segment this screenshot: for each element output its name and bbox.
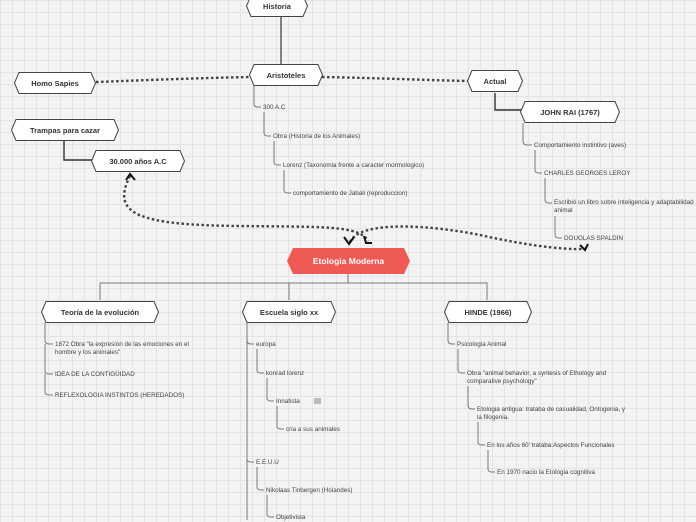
teoria-item-obra[interactable]: 1872 Obra "la expresión de las emociones… <box>55 341 189 357</box>
historia-label: Historia <box>263 1 291 11</box>
hexagon-shape <box>14 72 96 94</box>
trampas-node[interactable]: Trampas para cazar <box>11 119 119 141</box>
hinde-node[interactable]: HINDE (1966) <box>444 301 532 323</box>
hinde-item-etologia-antigua[interactable]: Etologia antigua: trataba de casualidad,… <box>477 406 625 422</box>
aristoteles-item-lorenz[interactable]: Lorenz (Taxonomia frente a caracter morm… <box>283 162 425 169</box>
john-rai-item-libro[interactable]: Escribió un libro sobre inteligencia y a… <box>554 199 694 215</box>
anos-label: 30.000 años A.C <box>109 156 167 166</box>
hexagon-shape <box>41 301 159 323</box>
hinde-label: HINDE (1966) <box>464 307 512 317</box>
historia-node[interactable]: Historia <box>246 0 308 17</box>
homo-sapies-node[interactable]: Homo Sapies <box>14 72 96 94</box>
teoria-node[interactable]: Teoría de la evolución <box>41 301 159 323</box>
hexagon-shape <box>444 301 532 323</box>
escuela-item-cria[interactable]: cria a sus animales <box>286 426 340 433</box>
teoria-item-reflexologia[interactable]: REFLEXOLOGIA INSTINTOS (HEREDADOS) <box>55 392 185 399</box>
teoria-obra-line-2: hombre y los animales" <box>55 349 121 356</box>
anos-node[interactable]: 30.000 años A.C <box>91 150 185 172</box>
escuela-item-eeuu[interactable]: E.E.U.U <box>256 459 279 466</box>
escuela-item-innatista[interactable]: Innatista <box>276 398 321 406</box>
escuela-item-objetivista[interactable]: Objetivista <box>276 514 306 521</box>
etologia-antigua-line-2: la filogenia. <box>477 414 509 421</box>
central-topic[interactable]: Etologia Moderna <box>287 248 410 274</box>
hexagon-shape <box>11 119 119 141</box>
hinde-obra-line-1: Obra "animal behavior, a syntesis of Eth… <box>467 370 607 377</box>
teoria-item-contiguidad[interactable]: IDEA DE LA CONTIGÜIDAD <box>55 371 135 378</box>
hinde-item-obra[interactable]: Obra "animal behavior, a syntesis of Eth… <box>467 370 606 386</box>
aristoteles-item-300ac[interactable]: 300 A.C <box>263 104 286 111</box>
etologia-antigua-line-1: Etologia antigua: trataba de casualidad,… <box>477 406 626 413</box>
actual-label: Actual <box>483 76 507 86</box>
aristoteles-label: Aristoteles <box>266 70 306 80</box>
escuela-item-europa[interactable]: europa <box>256 341 276 348</box>
hexagon-shape <box>242 301 336 323</box>
john-rai-item-instintivo[interactable]: Comportamiento instintivo (aves) <box>534 142 627 149</box>
john-rai-item-spaldin[interactable]: DOUGLAS SPALDIN <box>564 235 624 242</box>
john-rai-item-leroy[interactable]: CHARLES GEORGES LEROY <box>544 170 631 177</box>
aristoteles-item-obra[interactable]: Obra (Historia de los Animales) <box>273 133 361 140</box>
actual-node[interactable]: Actual <box>467 70 523 92</box>
libro-line-2: animal <box>554 207 573 214</box>
hinde-item-anos-60[interactable]: En los años 60' trataba:Aspectos Funcion… <box>487 442 615 449</box>
notes-icon <box>313 398 321 404</box>
escuela-item-lorenz[interactable]: konrad lorenz <box>266 370 305 377</box>
hinde-obra-line-2: comparative psychology" <box>467 378 537 385</box>
john-rai-label: JOHN RAI (1767) <box>540 107 600 117</box>
hexagon-shape <box>467 70 523 92</box>
hinde-item-1970[interactable]: En 1970 nacio la Etologia cognitiva <box>497 469 596 476</box>
teoria-obra-line-1: 1872 Obra "la expresión de las emociones… <box>55 341 189 348</box>
escuela-label: Escuela siglo xx <box>259 307 319 317</box>
escuela-node[interactable]: Escuela siglo xx <box>242 301 336 323</box>
aristoteles-item-jabali[interactable]: comportamiento de Jabali (reproduccion) <box>293 190 408 197</box>
central-hexagon-shape <box>287 248 410 274</box>
aristoteles-node[interactable]: Aristoteles <box>249 64 323 86</box>
libro-line-1: Escribió un libro sobre inteligencia y a… <box>554 199 694 206</box>
teoria-label: Teoría de la evolución <box>60 307 140 317</box>
john-rai-node[interactable]: JOHN RAI (1767) <box>520 101 620 123</box>
trampas-label: Trampas para cazar <box>29 125 101 135</box>
innatista-label: Innatista <box>276 398 300 405</box>
hexagon-shape <box>246 0 308 17</box>
escuela-item-tinbergen[interactable]: Nikolaas Tinbergen (Holandes) <box>266 487 353 494</box>
hinde-item-psicologia[interactable]: Psicologia Animal <box>457 341 507 348</box>
hexagon-shape <box>91 150 185 172</box>
homo-sapies-label: Homo Sapies <box>31 78 79 88</box>
central-label: Etologia Moderna <box>312 256 385 266</box>
hexagon-shape <box>249 64 323 86</box>
hexagon-shape <box>520 101 620 123</box>
